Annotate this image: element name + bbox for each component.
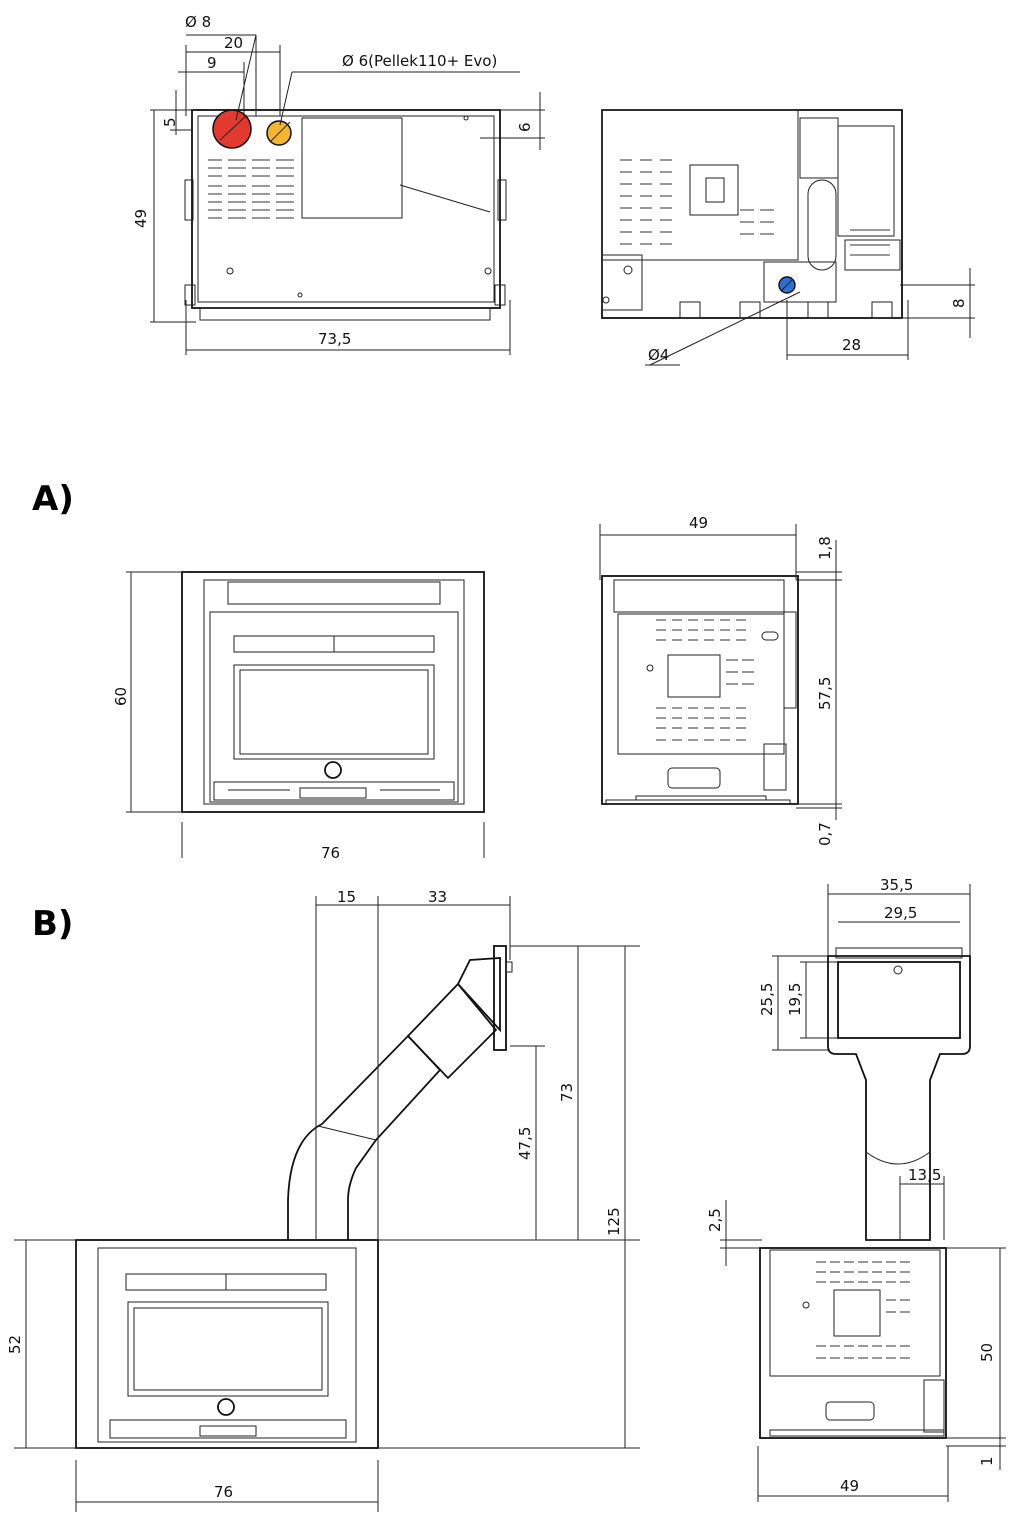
side-inlet-height-8-label: 8 [950, 298, 968, 308]
front-knob [324, 761, 342, 779]
side-inlet-diameter-label: Ø4 [648, 346, 669, 364]
section-b-label: B) [32, 904, 73, 944]
section-a-label: A) [32, 479, 74, 519]
b-height-47-5-label: 47,5 [516, 1127, 534, 1160]
section-a-front-view: 60 76 [112, 571, 485, 862]
b-height-125-label: 125 [605, 1207, 623, 1236]
b-side-width-49-label: 49 [840, 1477, 859, 1495]
b-offset-13-5-label: 13,5 [908, 1166, 941, 1184]
a-side-height-1-8-label: 1,8 [816, 536, 834, 560]
rear-height-49-label: 49 [132, 209, 150, 228]
a-side-height-57-5-label: 57,5 [816, 677, 834, 710]
outlet-offset-9-label: 9 [207, 54, 217, 72]
outlet-height-5-label: 5 [161, 117, 179, 127]
b-hood-width-35-5-label: 35,5 [880, 876, 913, 894]
inlet-diameter-label: Ø 6(Pellek110+ Evo) [342, 52, 497, 70]
b-hood-height-25-5-label: 25,5 [758, 983, 776, 1016]
b-height-73-label: 73 [558, 1083, 576, 1102]
b-offset-15-label: 15 [337, 888, 356, 906]
section-b-side-view: 35,5 29,5 25,5 19,5 13,5 2,5 50 1 49 [706, 876, 1006, 1502]
a-front-height-60-label: 60 [112, 687, 130, 706]
outlet-diameter-label: Ø 8 [185, 13, 211, 31]
b-front-height-52-label: 52 [6, 1335, 24, 1354]
a-side-width-49-label: 49 [689, 514, 708, 532]
side-inlet-offset-28-label: 28 [842, 336, 861, 354]
rear-view: Ø 8 20 9 Ø 6(Pellek110+ Evo) 5 6 49 73,5 [132, 13, 545, 355]
b-offset-33-label: 33 [428, 888, 447, 906]
side-view-internal: Ø4 28 8 [601, 109, 975, 366]
a-side-height-0-7-label: 0,7 [816, 822, 834, 846]
b-hood-inner-29-5-label: 29,5 [884, 904, 917, 922]
rear-vent-grille [208, 159, 294, 219]
b-hood-inner-height-19-5-label: 19,5 [786, 983, 804, 1016]
b-side-height-1-label: 1 [978, 1456, 996, 1466]
front-knob-b [217, 1398, 235, 1416]
b-gap-2-5-label: 2,5 [706, 1208, 724, 1232]
section-a-side-view: 49 1,8 57,5 0,7 [599, 514, 842, 846]
b-side-height-50-label: 50 [978, 1343, 996, 1362]
b-front-width-76-label: 76 [214, 1483, 233, 1501]
section-b-front-view: 15 33 47,5 73 125 52 76 [6, 888, 640, 1512]
right-height-6-label: 6 [516, 122, 534, 132]
outlet-offset-20-label: 20 [224, 34, 243, 52]
rear-width-73-5-label: 73,5 [318, 330, 351, 348]
a-front-width-76-label: 76 [321, 844, 340, 862]
